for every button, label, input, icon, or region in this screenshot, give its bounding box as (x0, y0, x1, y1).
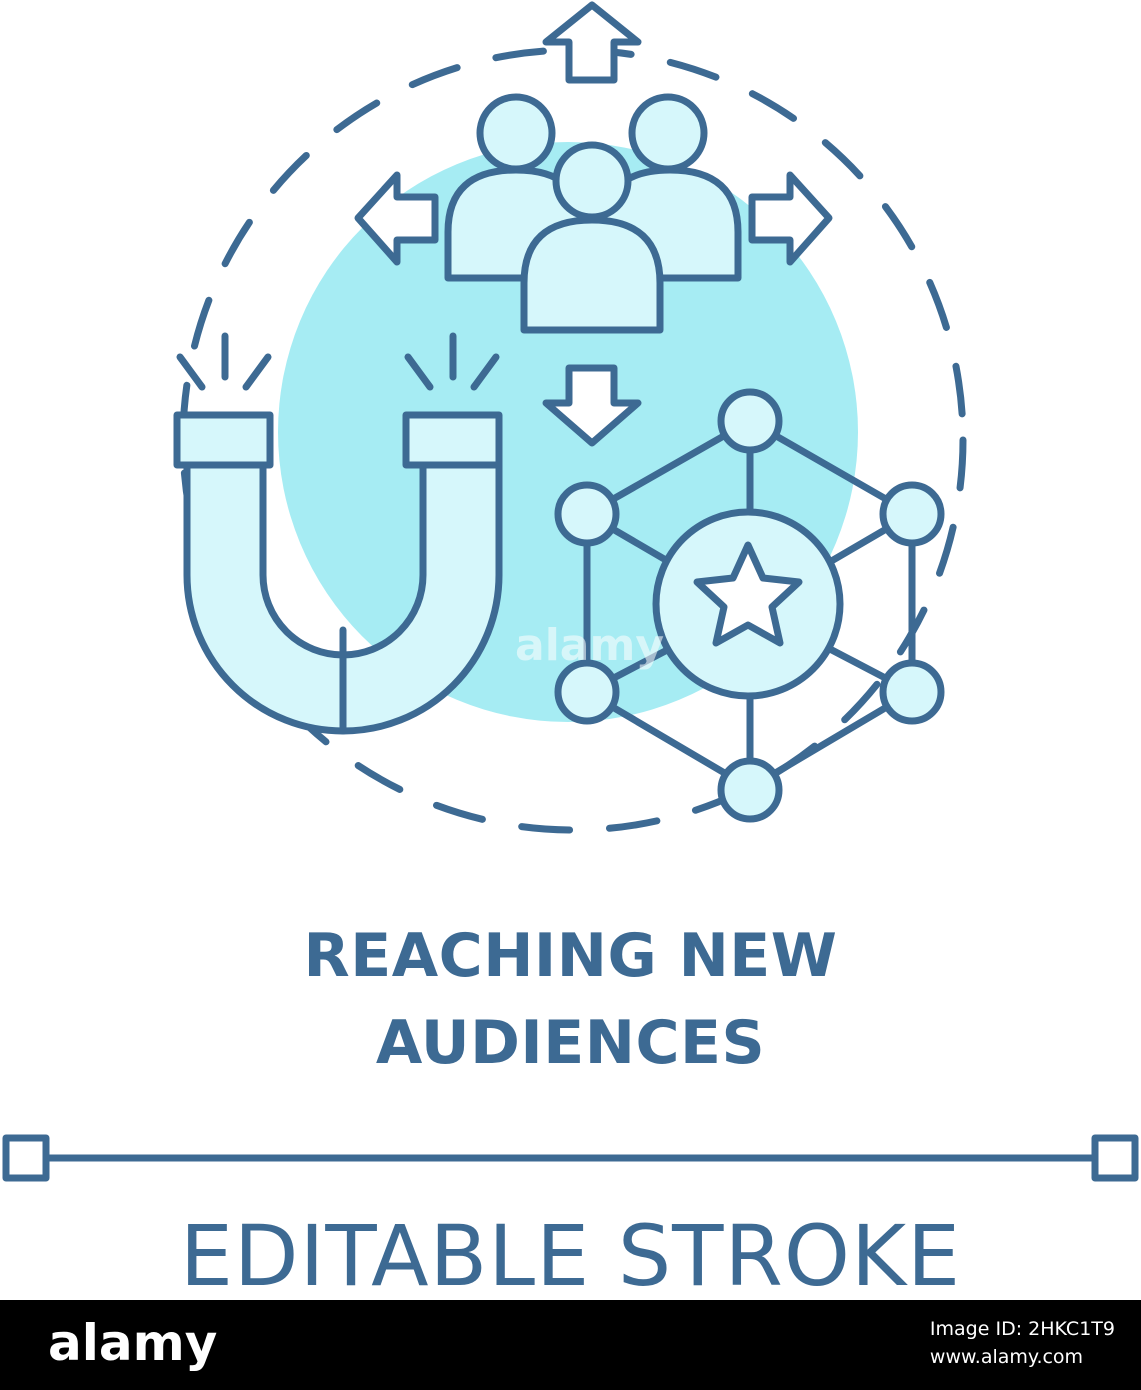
right-arrow-icon (748, 171, 833, 266)
left-arrow-icon (354, 171, 439, 266)
magnet-icon (173, 332, 503, 735)
site-url: www.alamy.com (929, 1345, 1084, 1368)
network-star-icon (554, 388, 945, 823)
footer-logo: alamy (48, 1314, 218, 1372)
reaching-new-audiences-illustration (2, 1, 1139, 1182)
footer-meta: Image ID: 2HKC1T9 www.alamy.com (930, 1316, 1115, 1371)
down-arrow-icon (542, 364, 642, 447)
editable-stroke-line (2, 1134, 1139, 1182)
headline-line-2: AUDIENCES (375, 1008, 766, 1078)
image-id: Image ID: 2HKC1T9 (929, 1318, 1115, 1340)
editable-stroke-label: EDITABLE STROKE (179, 1207, 962, 1305)
footer-bar: alamy Image ID: 2HKC1T9 www.alamy.com (0, 1300, 1141, 1390)
dashed-circle-frame (179, 46, 967, 834)
up-arrow-icon (542, 1, 642, 84)
headline-line-1: REACHING NEW (303, 921, 838, 991)
audience-group-icon (444, 93, 742, 334)
watermark: alamy (515, 620, 664, 671)
